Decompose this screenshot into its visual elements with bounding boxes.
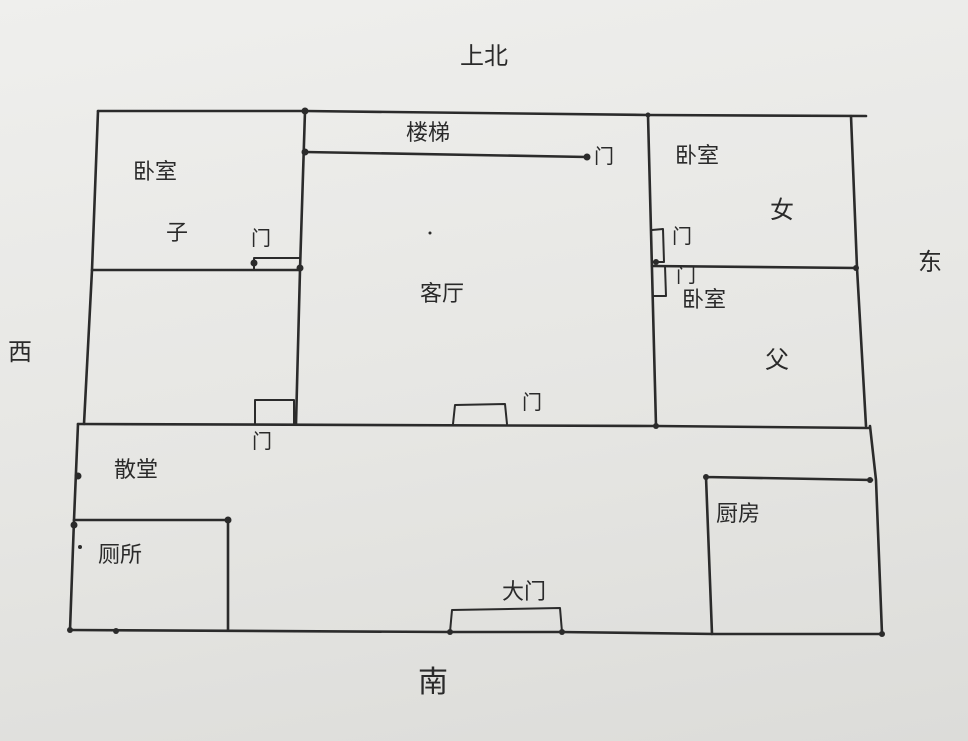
compass-north: 上北 bbox=[460, 42, 508, 70]
corner-dot bbox=[74, 472, 82, 480]
corner-dot bbox=[70, 521, 78, 529]
corner-dot bbox=[645, 112, 651, 118]
corner-dot bbox=[113, 628, 119, 634]
corner-dot bbox=[224, 516, 232, 524]
room-label-father-bedroom: 卧室 bbox=[682, 288, 727, 313]
room-label-hall: 散堂 bbox=[114, 458, 159, 483]
door-label-son-room: 门 bbox=[251, 226, 271, 250]
compass-south: 南 bbox=[418, 665, 448, 700]
room-label-stairs: 楼梯 bbox=[406, 121, 451, 146]
door-father-room bbox=[652, 265, 667, 297]
door-west-room bbox=[254, 399, 295, 425]
door-main-entrance bbox=[449, 607, 563, 633]
door-son-room bbox=[253, 257, 301, 271]
corner-dot bbox=[653, 423, 659, 429]
room-label-daughter-bedroom: 卧室 bbox=[675, 144, 720, 169]
door-label-west-room: 门 bbox=[252, 429, 272, 453]
door-label-stairs: 门 bbox=[594, 144, 614, 168]
corner-dot bbox=[296, 264, 304, 272]
corner-dot bbox=[301, 148, 309, 156]
wall-middle-cross bbox=[76, 422, 872, 430]
door-label-living-room: 门 bbox=[522, 390, 542, 414]
corner-dot bbox=[559, 629, 565, 635]
wall-east-bedrooms-divider bbox=[650, 264, 859, 270]
wall-kitchen bbox=[704, 475, 874, 636]
corner-dot bbox=[853, 265, 859, 271]
occupant-label-daughter: 女 bbox=[770, 196, 794, 224]
outer-wall-east-upper bbox=[849, 114, 868, 428]
corner-dot bbox=[879, 631, 885, 637]
wall-stairs-line bbox=[303, 150, 589, 159]
corner-dot bbox=[447, 629, 453, 635]
corner-dot bbox=[653, 259, 659, 265]
outer-wall-west-upper bbox=[82, 109, 100, 426]
compass-west: 西 bbox=[8, 338, 32, 366]
corner-dot bbox=[67, 627, 73, 633]
corner-dot bbox=[78, 545, 82, 549]
occupant-label-father: 父 bbox=[765, 346, 789, 374]
room-label-toilet: 厕所 bbox=[98, 543, 143, 568]
occupant-label-son: 子 bbox=[166, 221, 189, 246]
door-daughter-room bbox=[651, 228, 665, 263]
outer-wall-south bbox=[68, 628, 884, 636]
room-label-living-room: 客厅 bbox=[420, 282, 465, 307]
room-label-kitchen: 厨房 bbox=[716, 502, 761, 527]
corner-dot bbox=[703, 474, 709, 480]
corner-dot bbox=[301, 107, 309, 115]
door-label-main-entrance: 大门 bbox=[502, 580, 547, 605]
compass-east: 东 bbox=[918, 248, 942, 276]
door-label-father-room: 门 bbox=[676, 263, 696, 287]
wall-toilet bbox=[72, 518, 230, 632]
corner-dot bbox=[867, 477, 873, 483]
outer-wall-east-lower bbox=[868, 424, 884, 636]
wall-east-wing-west bbox=[646, 113, 658, 428]
door-living-room bbox=[452, 403, 508, 425]
outer-wall-top bbox=[96, 109, 868, 118]
door-label-daughter-room: 门 bbox=[672, 224, 692, 248]
corner-dot bbox=[250, 259, 258, 267]
room-label-son-bedroom: 卧室 bbox=[133, 160, 178, 185]
corner-dot bbox=[428, 231, 432, 235]
corner-dot bbox=[583, 153, 591, 161]
